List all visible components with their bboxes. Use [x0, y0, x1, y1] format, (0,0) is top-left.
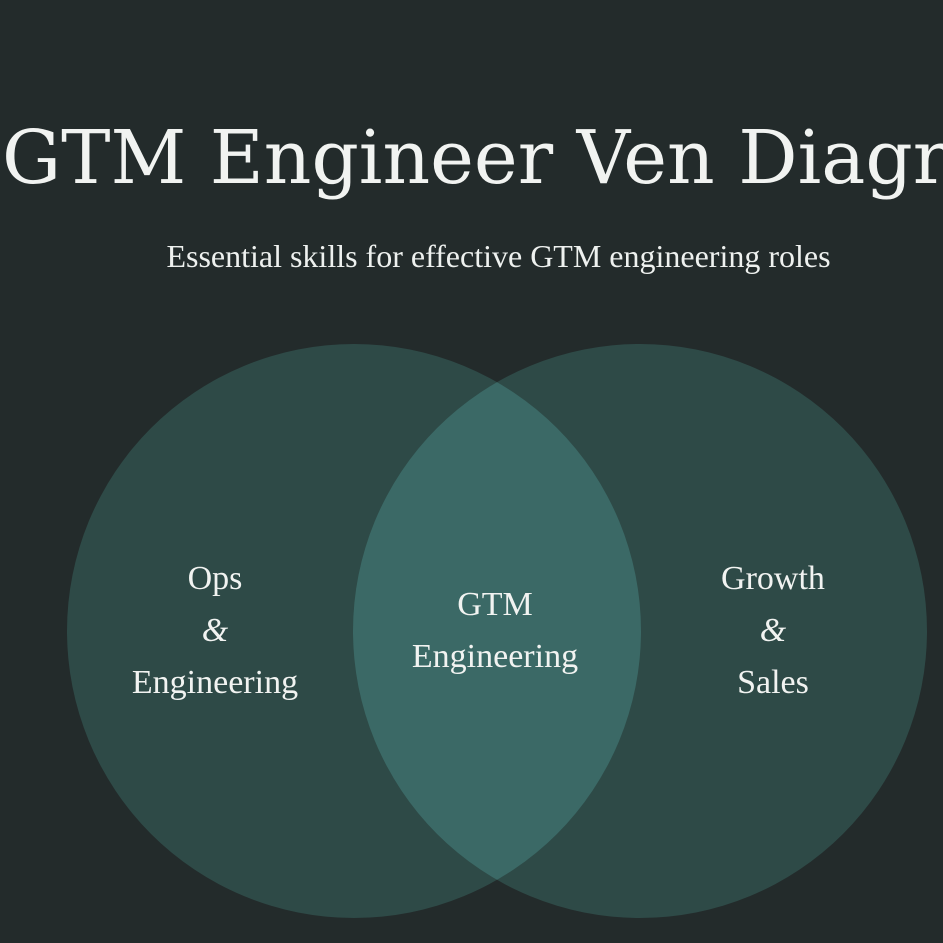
- circle-overlap: [353, 344, 641, 918]
- label-right-line2: Sales: [737, 664, 809, 701]
- label-ops-engineering: Ops & Engineering: [90, 553, 340, 709]
- page-title: GTM Engineer Ven Diagram: [2, 115, 943, 201]
- label-right-amp: &: [759, 612, 787, 649]
- label-left-line2: Engineering: [131, 664, 299, 701]
- label-left-line1: Ops: [187, 560, 243, 597]
- page-subtitle: Essential skills for effective GTM engin…: [166, 238, 831, 274]
- label-gtm-engineering: GTM Engineering: [372, 579, 618, 683]
- label-right-line1: Growth: [721, 560, 825, 597]
- label-center-line2: Engineering: [411, 638, 579, 675]
- label-center-line1: GTM: [457, 586, 533, 623]
- label-left-amp: &: [201, 612, 229, 649]
- label-growth-sales: Growth & Sales: [648, 553, 898, 709]
